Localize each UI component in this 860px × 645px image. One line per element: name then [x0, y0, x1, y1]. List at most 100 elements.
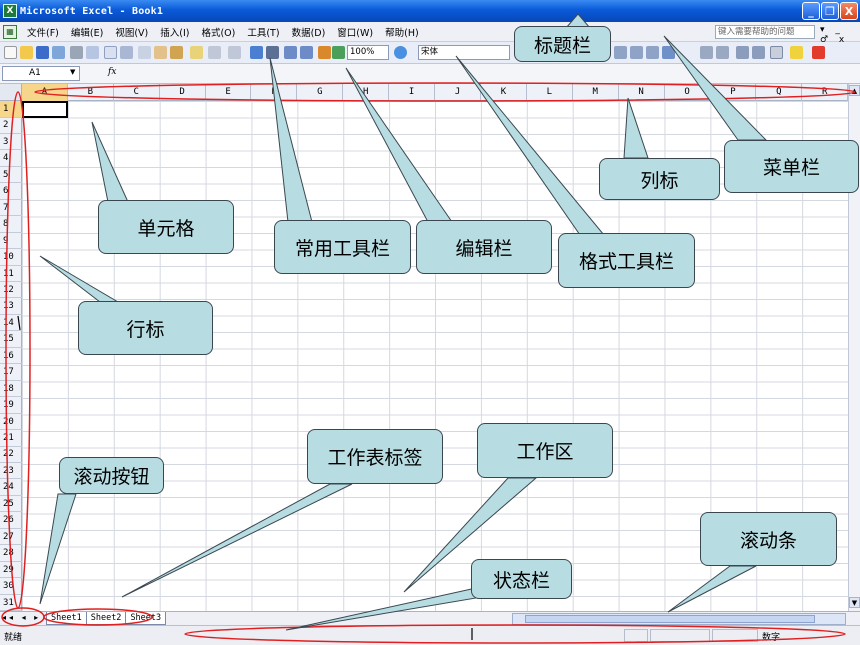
hyperlink-icon[interactable] — [250, 46, 263, 59]
active-cell[interactable] — [22, 101, 68, 118]
currency-icon[interactable] — [662, 46, 675, 59]
format-painter-icon[interactable] — [190, 46, 203, 59]
menu-view[interactable]: 视图(V) — [115, 27, 149, 39]
row-header[interactable]: 29 — [0, 562, 22, 579]
row-header[interactable]: 13 — [0, 298, 22, 315]
align-right-icon[interactable] — [630, 46, 643, 59]
maximize-button[interactable]: ❐ — [821, 2, 839, 20]
row-header[interactable]: 23 — [0, 463, 22, 480]
row-header[interactable]: 10 — [0, 249, 22, 266]
chart-wizard-icon[interactable] — [318, 46, 331, 59]
print-preview-icon[interactable] — [86, 46, 99, 59]
autosum-icon[interactable] — [266, 46, 279, 59]
name-box[interactable]: A1 — [2, 66, 80, 81]
menu-insert[interactable]: 插入(I) — [160, 27, 190, 39]
menu-edit[interactable]: 编辑(E) — [70, 27, 104, 39]
cut-icon[interactable] — [138, 46, 151, 59]
row-header[interactable]: 25 — [0, 496, 22, 513]
print-icon[interactable] — [70, 46, 83, 59]
row-header[interactable]: 26 — [0, 512, 22, 529]
increase-decimal-icon[interactable] — [700, 46, 713, 59]
row-header[interactable]: 4 — [0, 150, 22, 167]
new-file-icon[interactable] — [4, 46, 17, 59]
column-header[interactable]: K — [481, 84, 527, 101]
row-header[interactable]: 22 — [0, 446, 22, 463]
column-header[interactable]: F — [252, 84, 298, 101]
font-select[interactable]: 宋体 — [418, 45, 510, 60]
copy-icon[interactable] — [154, 46, 167, 59]
select-all-corner[interactable] — [0, 84, 22, 101]
excel-app-icon[interactable]: X — [3, 4, 17, 18]
sort-ascending-icon[interactable] — [284, 46, 297, 59]
column-header[interactable]: L — [527, 84, 573, 101]
row-header[interactable]: 17 — [0, 364, 22, 381]
row-header[interactable]: 20 — [0, 414, 22, 431]
row-header[interactable]: 9 — [0, 233, 22, 250]
column-header[interactable]: O — [665, 84, 711, 101]
help-icon[interactable] — [394, 46, 407, 59]
row-header[interactable]: 1 — [0, 101, 22, 118]
align-center-icon[interactable] — [614, 46, 627, 59]
zoom-select[interactable]: 100% — [347, 45, 389, 60]
row-header[interactable]: 27 — [0, 529, 22, 546]
scroll-up-icon[interactable]: ▲ — [849, 85, 860, 96]
row-header[interactable]: 28 — [0, 545, 22, 562]
redo-icon[interactable] — [228, 46, 241, 59]
row-header[interactable]: 5 — [0, 167, 22, 184]
row-header[interactable]: 15 — [0, 331, 22, 348]
row-header[interactable]: 6 — [0, 183, 22, 200]
minimize-button[interactable]: _ — [802, 2, 820, 20]
sheet-tab-2[interactable]: Sheet2 — [85, 612, 127, 625]
column-header[interactable]: B — [68, 84, 114, 101]
column-header[interactable]: P — [711, 84, 757, 101]
column-header[interactable]: Q — [756, 84, 803, 101]
borders-icon[interactable] — [770, 46, 783, 59]
column-header[interactable]: M — [573, 84, 619, 101]
column-header[interactable]: I — [389, 84, 436, 101]
column-header[interactable]: J — [435, 84, 481, 101]
column-header[interactable]: E — [206, 84, 252, 101]
column-header[interactable]: R — [802, 84, 849, 101]
column-header[interactable]: D — [160, 84, 206, 101]
row-header[interactable]: 31 — [0, 595, 22, 611]
open-folder-icon[interactable] — [20, 46, 33, 59]
menu-help[interactable]: 帮助(H) — [385, 27, 419, 39]
spelling-icon[interactable] — [104, 46, 117, 59]
document-window-controls[interactable]: ▾ _ ♂ x — [820, 25, 849, 45]
row-header[interactable]: 19 — [0, 397, 22, 414]
row-header[interactable]: 16 — [0, 348, 22, 365]
help-search-input[interactable]: 键入需要帮助的问题 — [715, 25, 815, 39]
sheet-tab-1[interactable]: Sheet1 — [46, 612, 87, 625]
save-icon[interactable] — [36, 46, 49, 59]
row-header[interactable]: 8 — [0, 216, 22, 233]
horizontal-scrollbar[interactable] — [512, 613, 846, 625]
menu-tools[interactable]: 工具(T) — [247, 27, 280, 39]
menu-file[interactable]: 文件(F) — [27, 27, 59, 39]
scroll-down-icon[interactable]: ▼ — [849, 597, 860, 608]
paste-icon[interactable] — [170, 46, 183, 59]
row-header[interactable]: 7 — [0, 200, 22, 217]
menu-format[interactable]: 格式(O) — [201, 27, 236, 39]
merge-center-icon[interactable] — [646, 46, 659, 59]
close-button[interactable]: X — [840, 2, 858, 20]
menu-window[interactable]: 窗口(W) — [337, 27, 374, 39]
increase-indent-icon[interactable] — [752, 46, 765, 59]
research-icon[interactable] — [120, 46, 133, 59]
column-header[interactable]: G — [297, 84, 344, 101]
row-header[interactable]: 14 — [0, 315, 22, 332]
undo-icon[interactable] — [208, 46, 221, 59]
insert-function-icon[interactable]: fx — [108, 67, 117, 77]
row-header[interactable]: 11 — [0, 266, 22, 282]
horizontal-scroll-thumb[interactable] — [525, 615, 815, 623]
row-header[interactable]: 21 — [0, 430, 22, 447]
drawing-icon[interactable] — [332, 46, 345, 59]
column-header[interactable]: C — [114, 84, 160, 101]
row-header[interactable]: 12 — [0, 282, 22, 299]
workbook-icon[interactable]: ▦ — [3, 24, 17, 39]
decrease-decimal-icon[interactable] — [716, 46, 729, 59]
font-color-icon[interactable] — [812, 46, 825, 59]
row-header[interactable]: 30 — [0, 578, 22, 595]
column-header[interactable]: H — [343, 84, 390, 101]
row-header[interactable]: 24 — [0, 479, 22, 496]
menu-data[interactable]: 数据(D) — [291, 27, 326, 39]
